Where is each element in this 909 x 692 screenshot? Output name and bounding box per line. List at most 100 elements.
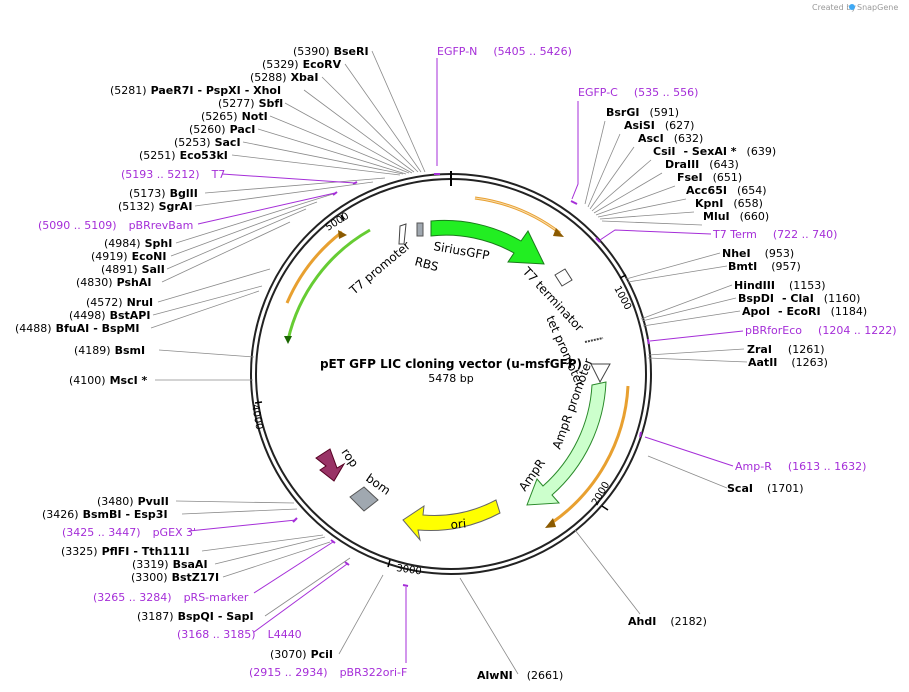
site-pos: (4189)	[74, 344, 111, 357]
svg-text:(3300) BstZ17I: (3300) BstZ17I	[131, 568, 219, 585]
svg-text:(4984) SphI: (4984) SphI	[104, 234, 172, 251]
site-pos: (2182)	[670, 615, 707, 628]
svg-text:pBRforEco (1204 .. 1222): pBRforEco (1204 .. 1222)	[745, 321, 897, 338]
site-pos: (4572)	[86, 296, 123, 309]
t7-promoter-label: T7 promoter	[346, 239, 413, 298]
site-pos: (654)	[737, 184, 767, 197]
site-pos: (658)	[733, 197, 763, 210]
svg-text:Acc65I (654): Acc65I (654)	[686, 181, 767, 198]
site-name: BseRI	[334, 45, 369, 58]
primer-labels: EGFP-N (5405 .. 5426) EGFP-C (535 .. 556…	[38, 45, 897, 680]
svg-text:(3480) PvuII: (3480) PvuII	[97, 492, 169, 509]
sirius-gfp-label: SiriusGFP	[432, 239, 490, 263]
orange-arc-right	[549, 385, 630, 526]
site-name: PflFI	[102, 545, 130, 558]
svg-text:(3168 .. 3185) L4440: (3168 .. 3185) L4440	[177, 625, 302, 642]
svg-text:(5277) SbfI: (5277) SbfI	[218, 94, 283, 111]
primer-range: (5193 .. 5212)	[121, 168, 200, 181]
svg-text:AatII (1263): AatII (1263)	[748, 353, 828, 370]
tick-3000: 3000	[396, 563, 423, 577]
site-pos: (5260)	[189, 123, 226, 136]
site-name: XbaI	[291, 71, 319, 84]
svg-text:ApoI - EcoRI (1184): ApoI - EcoRI (1184)	[742, 302, 867, 319]
svg-text:(5281) PaeR7I - PspXI - XhoI: (5281) PaeR7I - PspXI - XhoI	[110, 81, 281, 98]
site-name: BfuAI	[56, 322, 90, 335]
tick-3000-mark	[387, 559, 391, 568]
site-name: BstAPI	[110, 309, 151, 322]
site-pos: (4919)	[91, 250, 128, 263]
site-name-2: - BspMI	[93, 322, 139, 335]
site-name: NheI	[722, 247, 751, 260]
site-labels-right: BsrGI (591) AsiSI (627) AscI (632) CsiI …	[606, 103, 867, 628]
svg-text:BsrGI (591): BsrGI (591)	[606, 103, 679, 120]
site-name: BmtI	[728, 260, 757, 273]
svg-text:DraIII (643): DraIII (643)	[665, 155, 739, 172]
site-pos: (660)	[740, 210, 770, 223]
site-labels-left: (5390) BseRI (5329) EcoRV (5288) XbaI (5…	[15, 45, 564, 682]
primer-mark-l4440	[344, 561, 350, 566]
site-name-2: - Esp3I	[125, 508, 167, 521]
primer-name: pBRforEco	[745, 324, 802, 337]
svg-text:ScaI (1701): ScaI (1701)	[727, 479, 804, 496]
t7-terminator-marker	[554, 268, 573, 287]
site-name: NotI	[242, 110, 268, 123]
site-pos: (1184)	[831, 305, 868, 318]
plasmid-length: 5478 bp	[428, 372, 473, 385]
svg-text:(4830) PshAI: (4830) PshAI	[76, 273, 151, 290]
svg-text:(3425 .. 3447) pGEX 3': (3425 .. 3447) pGEX 3'	[62, 523, 196, 540]
ampr-promoter-arrow	[590, 363, 611, 384]
svg-text:AscI (632): AscI (632)	[638, 129, 703, 146]
site-name: ScaI	[727, 482, 753, 495]
primer-name: pRS-marker	[184, 591, 249, 604]
site-name: CsiI	[653, 145, 675, 158]
svg-text:(5265) NotI: (5265) NotI	[201, 107, 268, 124]
svg-text:BspDI - ClaI (1160): BspDI - ClaI (1160)	[738, 289, 860, 306]
ori-label: ori	[450, 516, 467, 532]
site-name-2: - SapI	[218, 610, 254, 623]
site-name: AatII	[748, 356, 777, 369]
site-pos: (3426)	[42, 508, 79, 521]
primer-name: EGFP-C	[578, 86, 618, 99]
svg-text:(2915 .. 2934) pBR322ori-F: (2915 .. 2934) pBR322ori-F	[249, 663, 407, 680]
site-name-2: - ClaI	[782, 292, 814, 305]
site-pos: (5265)	[201, 110, 238, 123]
svg-text:FseI (651): FseI (651)	[677, 168, 742, 185]
primer-leaders	[188, 58, 744, 663]
svg-text:T7 Term (722 .. 740): T7 Term (722 .. 740)	[712, 225, 837, 242]
site-name: SbfI	[259, 97, 284, 110]
site-name-3: - XhoI	[245, 84, 281, 97]
site-pos: (5281)	[110, 84, 147, 97]
primer-name: pBR322ori-F	[340, 666, 408, 679]
primer-name: T7 Term	[712, 228, 757, 241]
primer-mark-t7term	[595, 237, 601, 243]
svg-text:(4488) BfuAI - BspMI: (4488) BfuAI - BspMI	[15, 319, 139, 336]
svg-text:(5090 .. 5109) pBRrevBam: (5090 .. 5109) pBRrevBam	[38, 216, 193, 233]
primer-range: (5405 .. 5426)	[493, 45, 572, 58]
site-pos: (4498)	[69, 309, 106, 322]
primer-name: pBRrevBam	[129, 219, 194, 232]
svg-text:KpnI (658): KpnI (658)	[695, 194, 763, 211]
site-name: SgrAI	[159, 200, 193, 213]
site-pos: (5132)	[118, 200, 155, 213]
primer-name: T7	[211, 168, 226, 181]
tick-2000-mark	[601, 505, 609, 511]
site-pos: (5329)	[262, 58, 299, 71]
site-pos: (1153)	[789, 279, 826, 292]
site-name: PvuII	[138, 495, 169, 508]
credit-text: Created by	[812, 3, 856, 12]
bom-box	[349, 486, 379, 512]
ori-arrow	[402, 499, 501, 542]
svg-text:MluI (660): MluI (660)	[703, 207, 769, 224]
primer-mark-pbr322ori	[402, 584, 409, 587]
site-name: DraIII	[665, 158, 699, 171]
site-pos: (3325)	[61, 545, 98, 558]
site-name: AlwNI	[477, 669, 513, 682]
site-pos: (4100)	[69, 374, 106, 387]
site-name-2: - PspXI	[197, 84, 240, 97]
site-name: KpnI	[695, 197, 723, 210]
tick-4000-mark	[254, 401, 263, 404]
snapgene-logo-icon	[849, 4, 855, 10]
tick-4000: 4000	[249, 404, 264, 431]
site-pos: (2661)	[527, 669, 564, 682]
